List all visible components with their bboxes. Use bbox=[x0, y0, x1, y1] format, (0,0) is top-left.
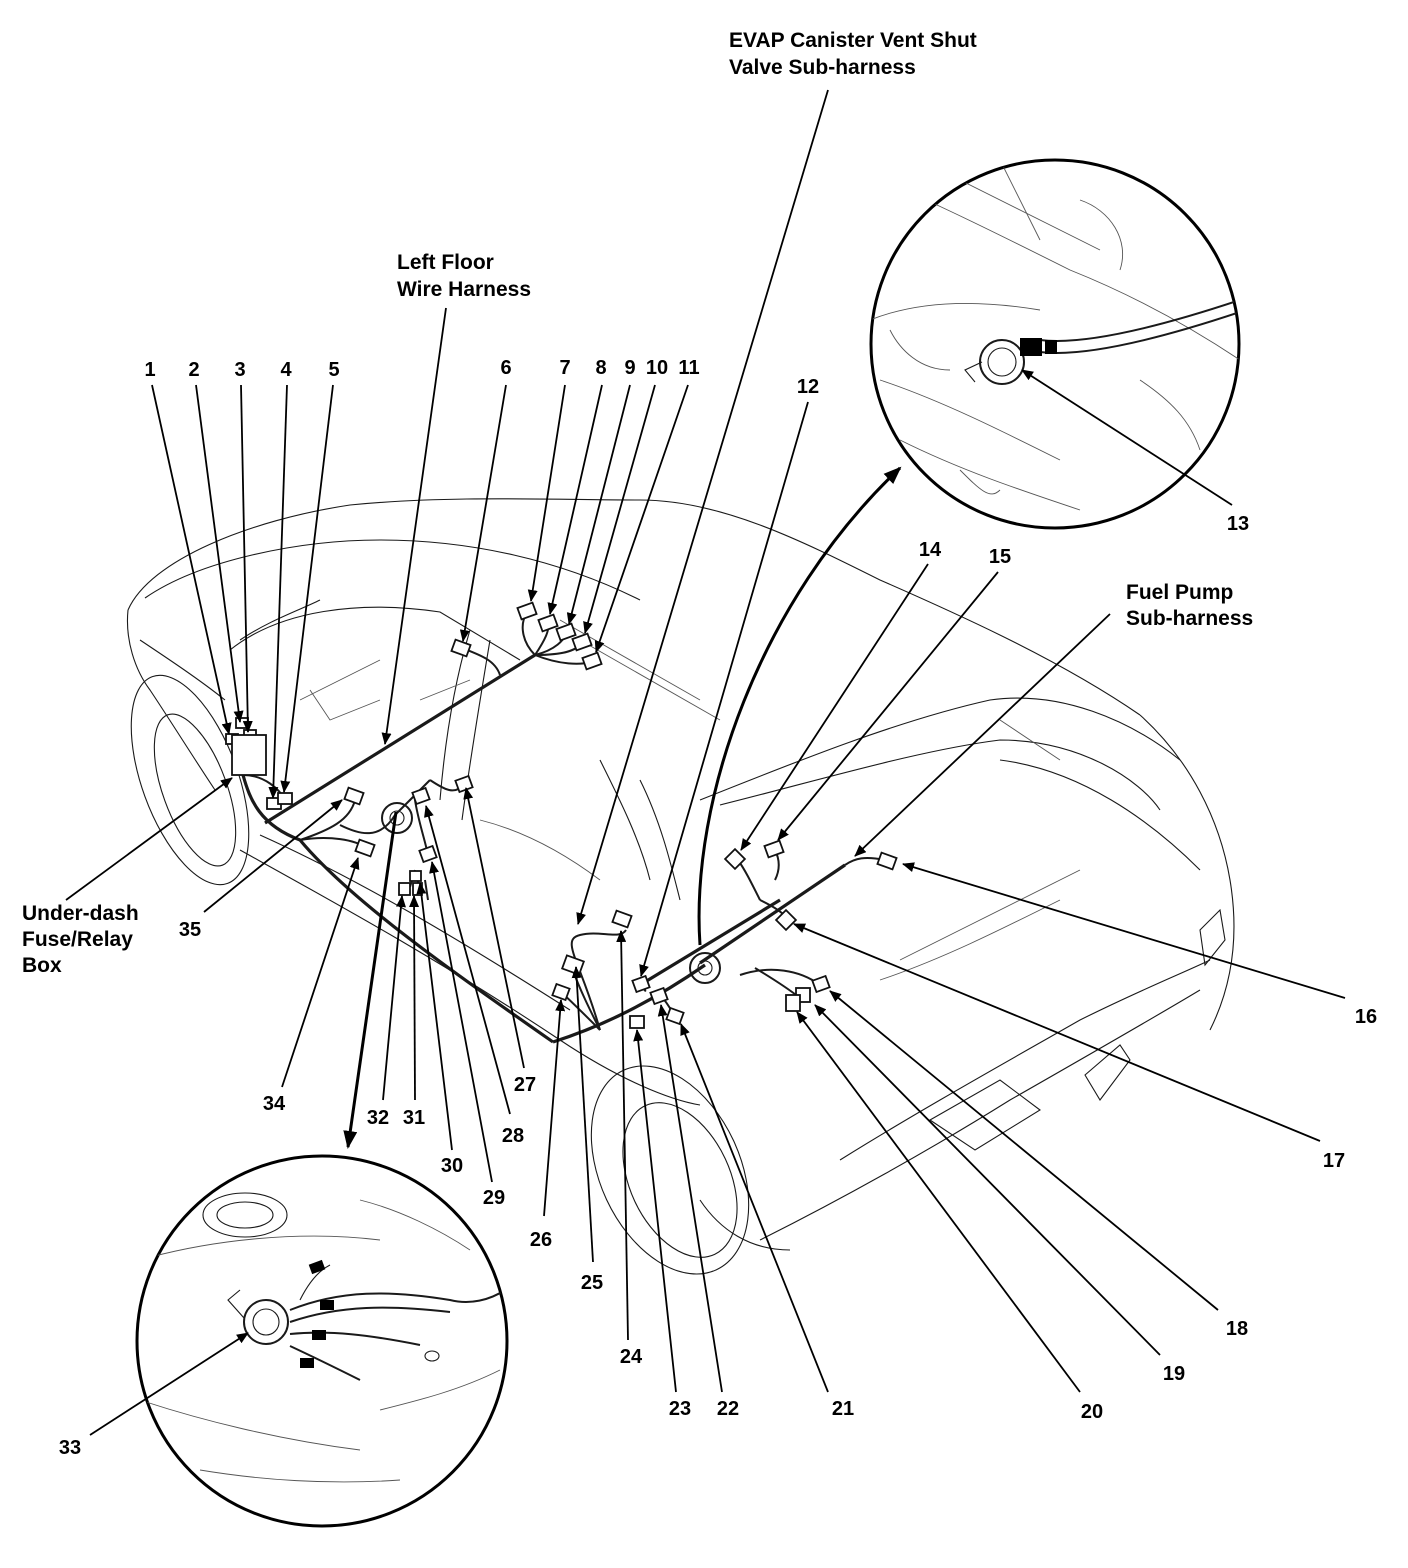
callout-9: 9 bbox=[624, 357, 635, 379]
callout-24: 24 bbox=[620, 1346, 643, 1368]
evap-label-2: Valve Sub-harness bbox=[729, 56, 916, 79]
callout-22: 22 bbox=[717, 1398, 739, 1420]
callout-13: 13 bbox=[1227, 513, 1249, 535]
callout-1: 1 bbox=[144, 359, 155, 381]
callout-27: 27 bbox=[514, 1074, 536, 1096]
connector-c26a bbox=[560, 954, 586, 976]
underdash-label-3: Box bbox=[22, 954, 62, 977]
callout-28: 28 bbox=[502, 1125, 524, 1147]
underdash-label: Under-dash bbox=[22, 902, 139, 925]
connector-c6 bbox=[450, 638, 472, 658]
connector-c31 bbox=[398, 882, 411, 896]
connector-c29 bbox=[418, 844, 438, 864]
connector-c28 bbox=[411, 786, 431, 806]
callout-14: 14 bbox=[919, 539, 942, 561]
callout-29: 29 bbox=[483, 1187, 505, 1209]
callout-23: 23 bbox=[669, 1398, 691, 1420]
callout-11: 11 bbox=[678, 357, 699, 379]
connector-c15 bbox=[763, 839, 785, 859]
connector-c8 bbox=[537, 613, 559, 633]
callout-leaders bbox=[89, 369, 1346, 1436]
connectors bbox=[225, 601, 898, 1029]
callout-20: 20 bbox=[1081, 1401, 1103, 1423]
connector-c27 bbox=[454, 774, 474, 794]
connector-c25 bbox=[611, 909, 633, 929]
callout-34: 34 bbox=[263, 1093, 286, 1115]
callout-6: 6 bbox=[500, 357, 511, 379]
evap-label: EVAP Canister Vent Shut bbox=[729, 29, 977, 52]
callout-8: 8 bbox=[595, 357, 606, 379]
callout-7: 7 bbox=[559, 357, 570, 379]
connector-c22 bbox=[649, 986, 669, 1006]
connector-c26 bbox=[551, 982, 571, 1002]
connector-c30 bbox=[409, 870, 422, 882]
callout-5: 5 bbox=[328, 359, 339, 381]
callout-19: 19 bbox=[1163, 1363, 1185, 1385]
connector-c23 bbox=[629, 1015, 645, 1029]
connector-c20 bbox=[785, 994, 801, 1012]
callout-26: 26 bbox=[530, 1229, 552, 1251]
left-floor-label: Left Floor bbox=[397, 251, 494, 274]
connector-c24 bbox=[631, 974, 651, 994]
labels: EVAP Canister Vent Shut Valve Sub-harnes… bbox=[22, 29, 1253, 977]
connector-c17 bbox=[774, 908, 798, 932]
callout-33: 33 bbox=[59, 1437, 81, 1459]
underdash-label-2: Fuse/Relay bbox=[22, 928, 133, 951]
callout-17: 17 bbox=[1323, 1150, 1345, 1172]
connector-c35 bbox=[343, 786, 365, 806]
harness-routing bbox=[236, 611, 886, 1044]
callout-30: 30 bbox=[441, 1155, 463, 1177]
connector-c7 bbox=[516, 601, 538, 621]
connector-c21 bbox=[665, 1006, 685, 1026]
underdash-box bbox=[231, 734, 267, 776]
callout-35: 35 bbox=[179, 919, 201, 941]
connector-c18 bbox=[811, 974, 831, 994]
fuel-pump-label: Fuel Pump bbox=[1126, 581, 1233, 604]
callout-31: 31 bbox=[403, 1107, 425, 1129]
fuel-pump-label-2: Sub-harness bbox=[1126, 607, 1253, 630]
connector-c11 bbox=[581, 651, 603, 671]
inset-evap-detail bbox=[869, 158, 1241, 530]
left-floor-label-2: Wire Harness bbox=[397, 278, 531, 301]
callout-15: 15 bbox=[989, 546, 1011, 568]
callout-numbers: 1 2 3 4 5 6 7 8 9 10 11 12 13 14 15 16 1… bbox=[59, 357, 1377, 1459]
callout-4: 4 bbox=[280, 359, 292, 381]
callout-2: 2 bbox=[188, 359, 199, 381]
connector-c9 bbox=[555, 622, 577, 642]
connector-c14 bbox=[723, 847, 747, 871]
inset-grommet-detail bbox=[135, 1154, 509, 1528]
callout-32: 32 bbox=[367, 1107, 389, 1129]
label-leaders bbox=[65, 89, 1111, 925]
callout-18: 18 bbox=[1226, 1318, 1248, 1340]
callout-21: 21 bbox=[832, 1398, 854, 1420]
connector-c10 bbox=[571, 632, 593, 652]
connector-c16 bbox=[876, 851, 898, 871]
callout-25: 25 bbox=[581, 1272, 603, 1294]
callout-12: 12 bbox=[797, 376, 819, 398]
callout-3: 3 bbox=[234, 359, 245, 381]
connector-c2 bbox=[235, 717, 249, 729]
callout-16: 16 bbox=[1355, 1006, 1377, 1028]
connector-c34 bbox=[354, 838, 376, 858]
callout-10: 10 bbox=[646, 357, 668, 379]
connector-c5 bbox=[277, 792, 293, 805]
